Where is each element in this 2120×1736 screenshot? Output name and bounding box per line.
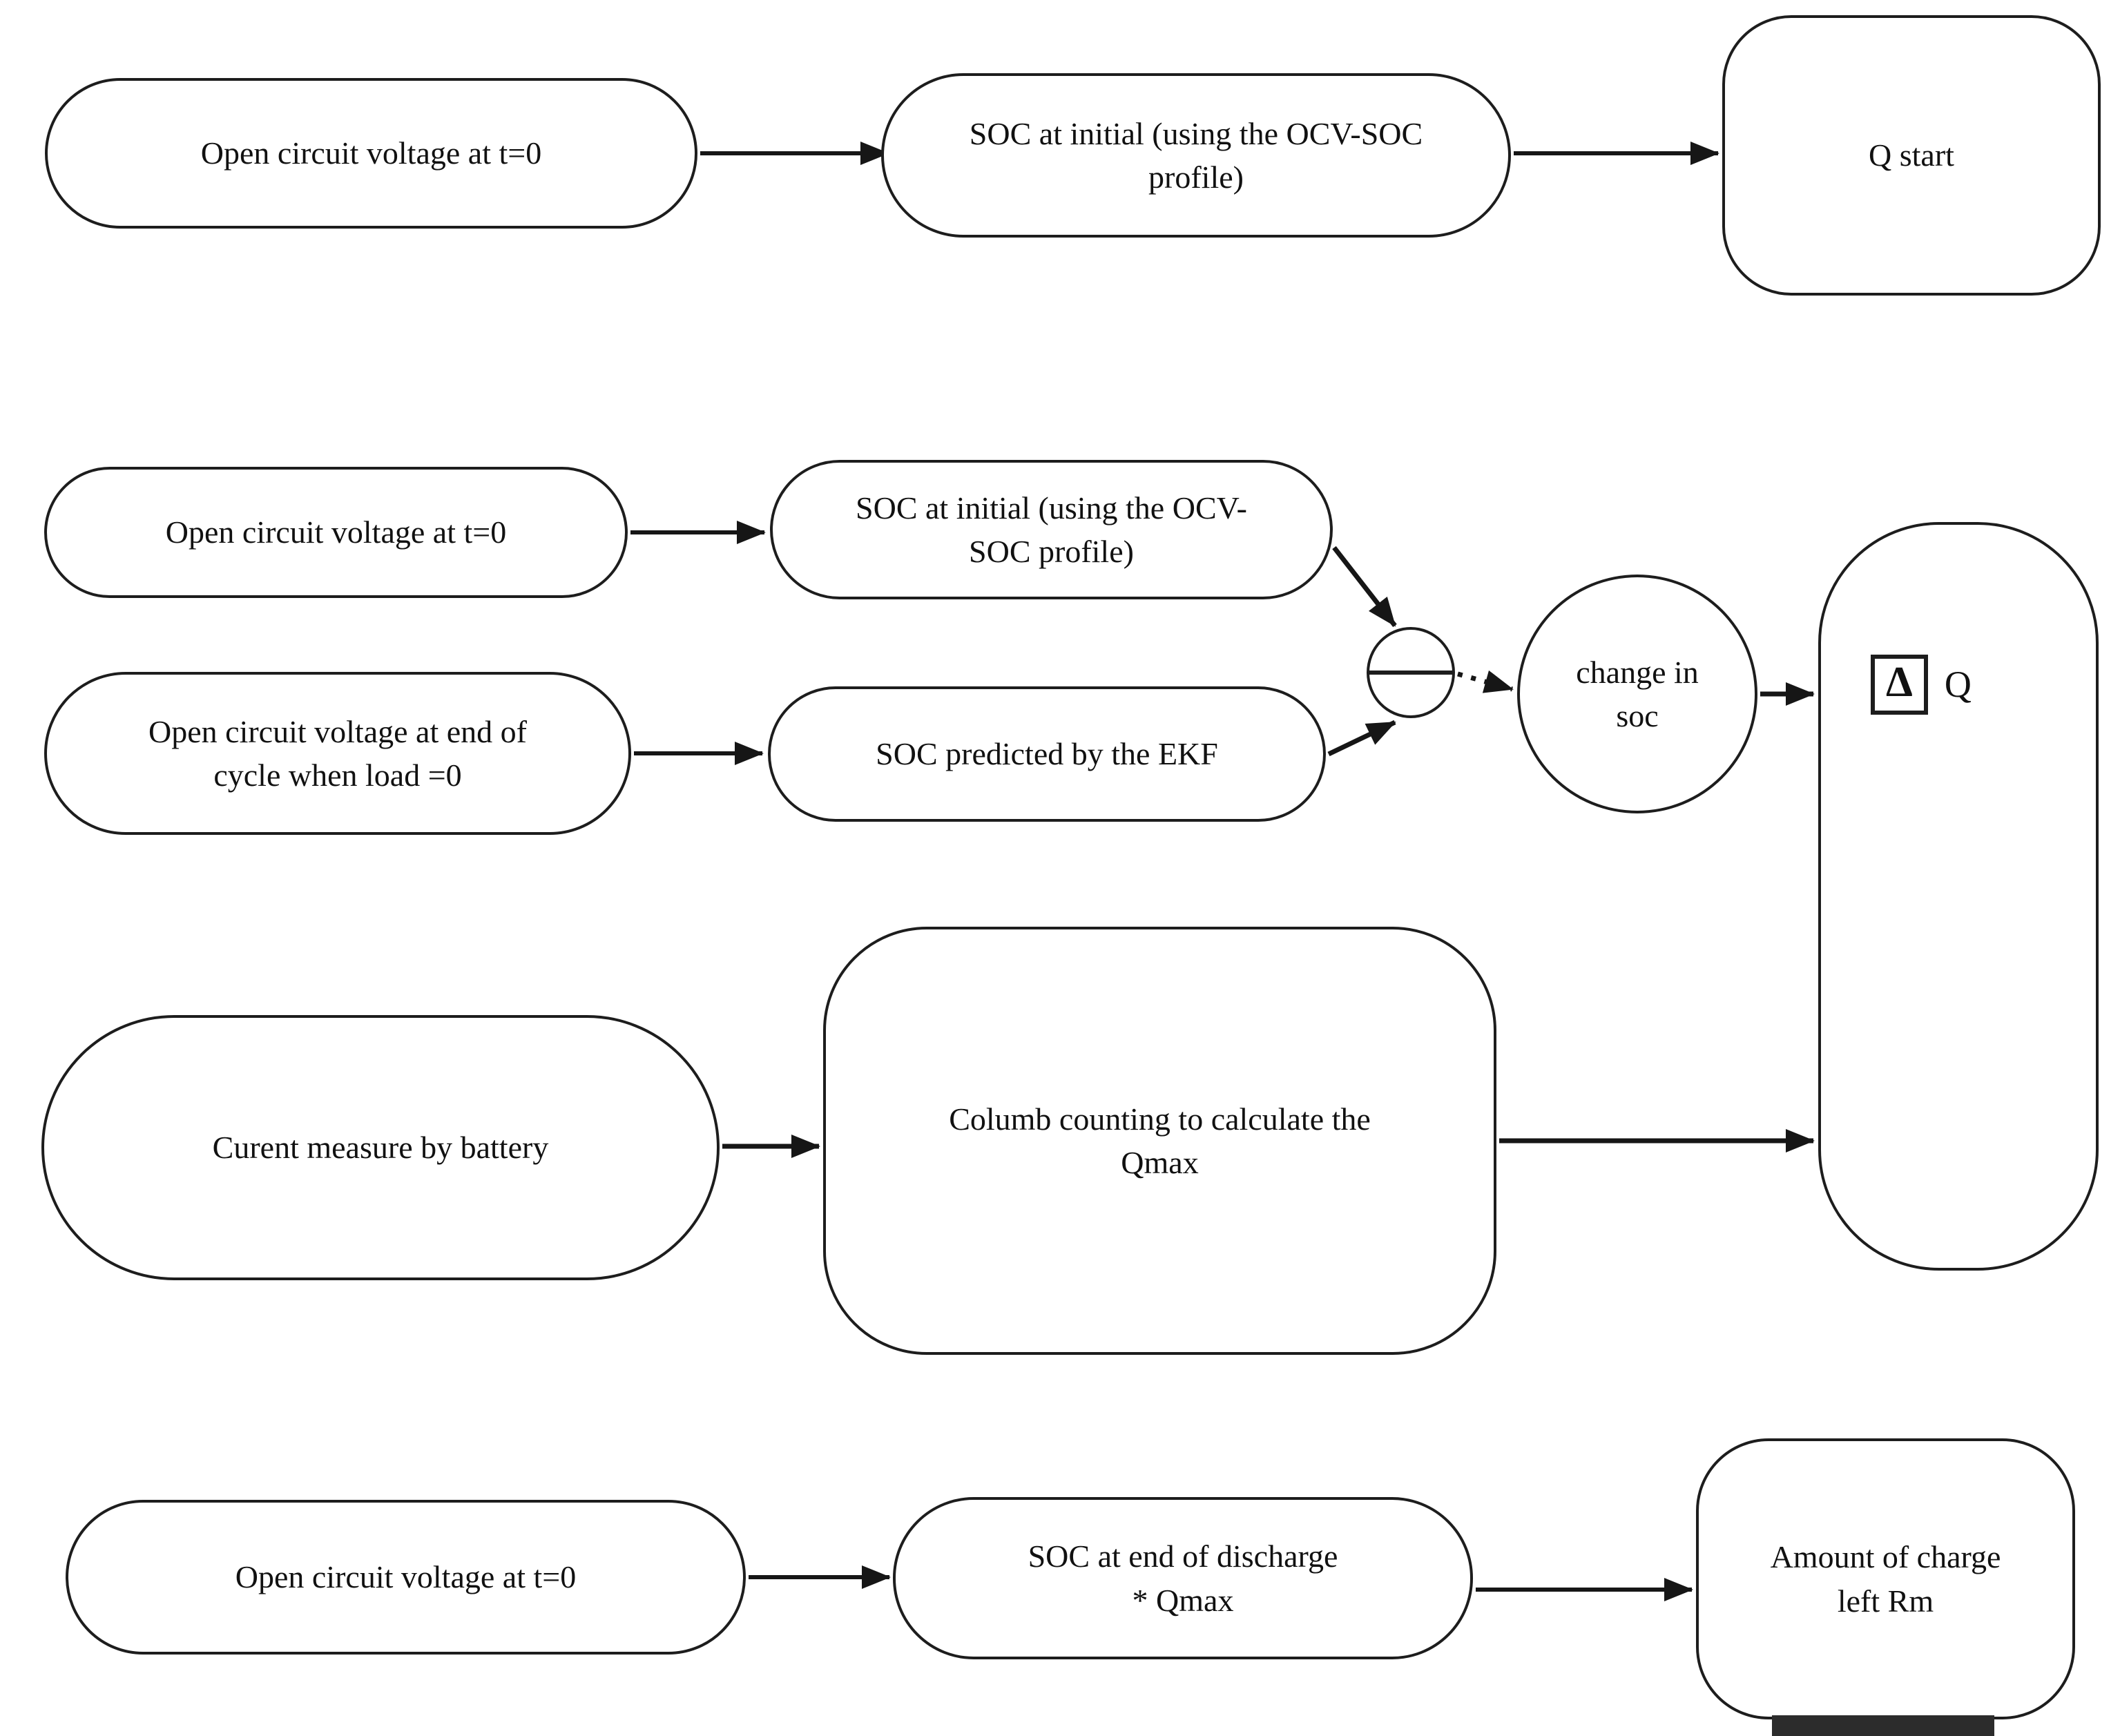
node-row2-soc-initial: SOC at initial (using the OCV- SOC profi…: [770, 460, 1333, 599]
node-row5-ocv-t0: Open circuit voltage at t=0: [66, 1500, 746, 1655]
node-soc-end-discharge-label: SOC at end of discharge * Qmax: [1028, 1539, 1338, 1618]
delta-symbol: Δ: [1871, 655, 1928, 715]
node-row2-ocv-t0: Open circuit voltage at t=0: [44, 467, 628, 598]
node-row3-ocv-end-of-cycle-label: Open circuit voltage at end of cycle whe…: [148, 713, 527, 793]
delta-q-label: Δ Q: [1871, 655, 1972, 715]
q-symbol: Q: [1944, 664, 1972, 706]
node-amount-charge-left: Amount of charge left Rm: [1696, 1438, 2075, 1719]
node-current-measure: Curent measure by battery: [41, 1015, 720, 1280]
node-soc-end-discharge: SOC at end of discharge * Qmax: [893, 1497, 1473, 1659]
arrow-row2-soc-initial-to-junction: [1332, 546, 1397, 628]
node-row1-ocv-t0: Open circuit voltage at t=0: [45, 78, 697, 229]
node-soc-predicted-ekf: SOC predicted by the EKF: [768, 686, 1326, 822]
node-row3-ocv-end-of-cycle: Open circuit voltage at end of cycle whe…: [44, 672, 631, 835]
node-current-measure-label: Curent measure by battery: [212, 1130, 549, 1166]
node-coulomb-counting: Columb counting to calculate the Qmax: [823, 927, 1496, 1355]
node-row2-soc-initial-label: SOC at initial (using the OCV- SOC profi…: [856, 490, 1247, 569]
summing-junction: [1367, 627, 1455, 718]
arrow-soc-ekf-to-junction: [1327, 720, 1396, 757]
node-row5-ocv-t0-label: Open circuit voltage at t=0: [235, 1559, 577, 1595]
node-q-start-label: Q start: [1869, 137, 1954, 173]
cropped-artifact-bar: [1772, 1715, 1994, 1736]
node-row1-ocv-t0-label: Open circuit voltage at t=0: [200, 135, 542, 171]
node-delta-q: Δ Q: [1818, 522, 2099, 1271]
arrow-junction-to-change-in-soc-dotted: [1457, 670, 1514, 693]
node-row2-ocv-t0-label: Open circuit voltage at t=0: [165, 514, 507, 550]
summing-junction-line: [1368, 671, 1454, 675]
node-row1-soc-initial: SOC at initial (using the OCV-SOC profil…: [881, 73, 1511, 238]
node-coulomb-counting-label: Columb counting to calculate the Qmax: [949, 1101, 1371, 1180]
node-amount-charge-left-label: Amount of charge left Rm: [1770, 1539, 2001, 1619]
node-q-start: Q start: [1722, 15, 2101, 296]
node-change-in-soc-label: change in soc: [1576, 654, 1699, 733]
node-soc-predicted-ekf-label: SOC predicted by the EKF: [876, 736, 1218, 772]
node-change-in-soc: change in soc: [1517, 575, 1757, 813]
node-row1-soc-initial-label: SOC at initial (using the OCV-SOC profil…: [969, 115, 1423, 195]
